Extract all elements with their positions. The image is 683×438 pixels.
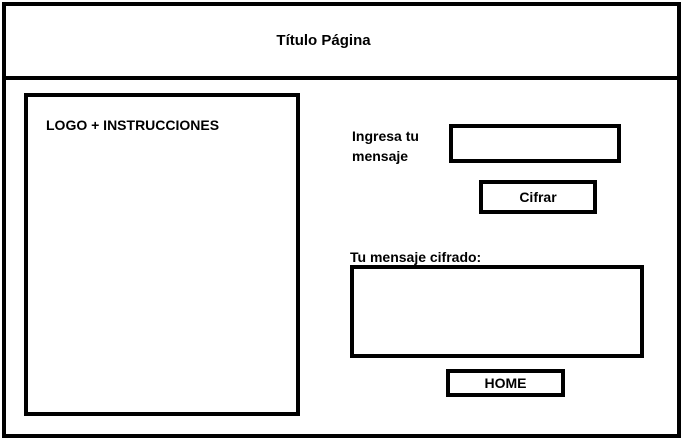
encrypted-message-label: Tu mensaje cifrado:	[350, 249, 482, 265]
logo-instructions-label: LOGO + INSTRUCCIONES	[46, 117, 220, 133]
home-button[interactable]: HOME	[446, 369, 565, 397]
encrypted-message-output[interactable]	[350, 265, 644, 358]
page-title: Título Página	[276, 31, 371, 49]
message-input-label: Ingresa tu mensaje	[352, 128, 419, 164]
cipher-button[interactable]: Cifrar	[479, 180, 597, 214]
page-header: Título Página	[6, 6, 677, 80]
logo-instructions-panel: LOGO + INSTRUCCIONES	[24, 93, 300, 416]
message-input[interactable]	[449, 124, 621, 163]
